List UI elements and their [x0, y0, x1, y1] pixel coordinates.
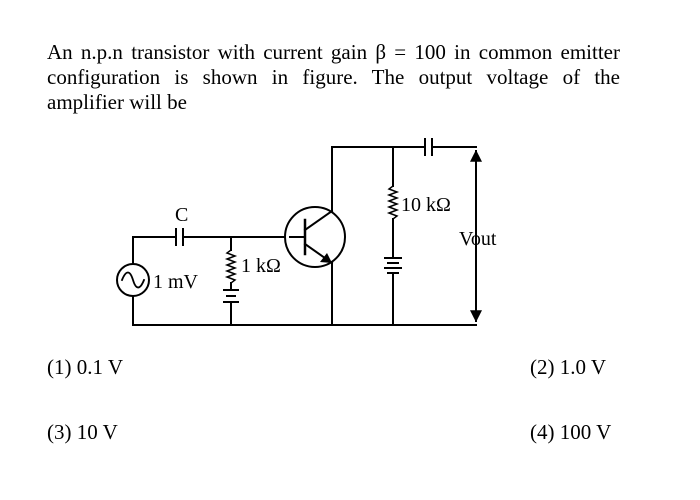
transistor-collector-lead — [303, 209, 334, 232]
question-text: An n.p.n transistor with current gain β … — [47, 40, 620, 114]
vout-label: Vout — [459, 228, 497, 250]
sine-wave-icon — [120, 271, 146, 289]
option-2[interactable]: (2) 1.0 V — [530, 355, 607, 379]
option-4[interactable]: (4) 100 V — [530, 420, 612, 444]
collector-resistor — [386, 184, 400, 221]
option-3[interactable]: (3) 10 V — [47, 420, 118, 444]
transistor-icon — [284, 206, 346, 268]
source-label: 1 mV — [153, 271, 199, 293]
base-resistor-label: 1 kΩ — [241, 255, 281, 277]
option-1[interactable]: (1) 0.1 V — [47, 355, 124, 379]
base-resistor — [224, 248, 238, 285]
capacitor-label: C — [175, 204, 188, 226]
emitter-arrow-icon — [320, 253, 332, 263]
collector-resistor-label: 10 kΩ — [401, 194, 451, 216]
